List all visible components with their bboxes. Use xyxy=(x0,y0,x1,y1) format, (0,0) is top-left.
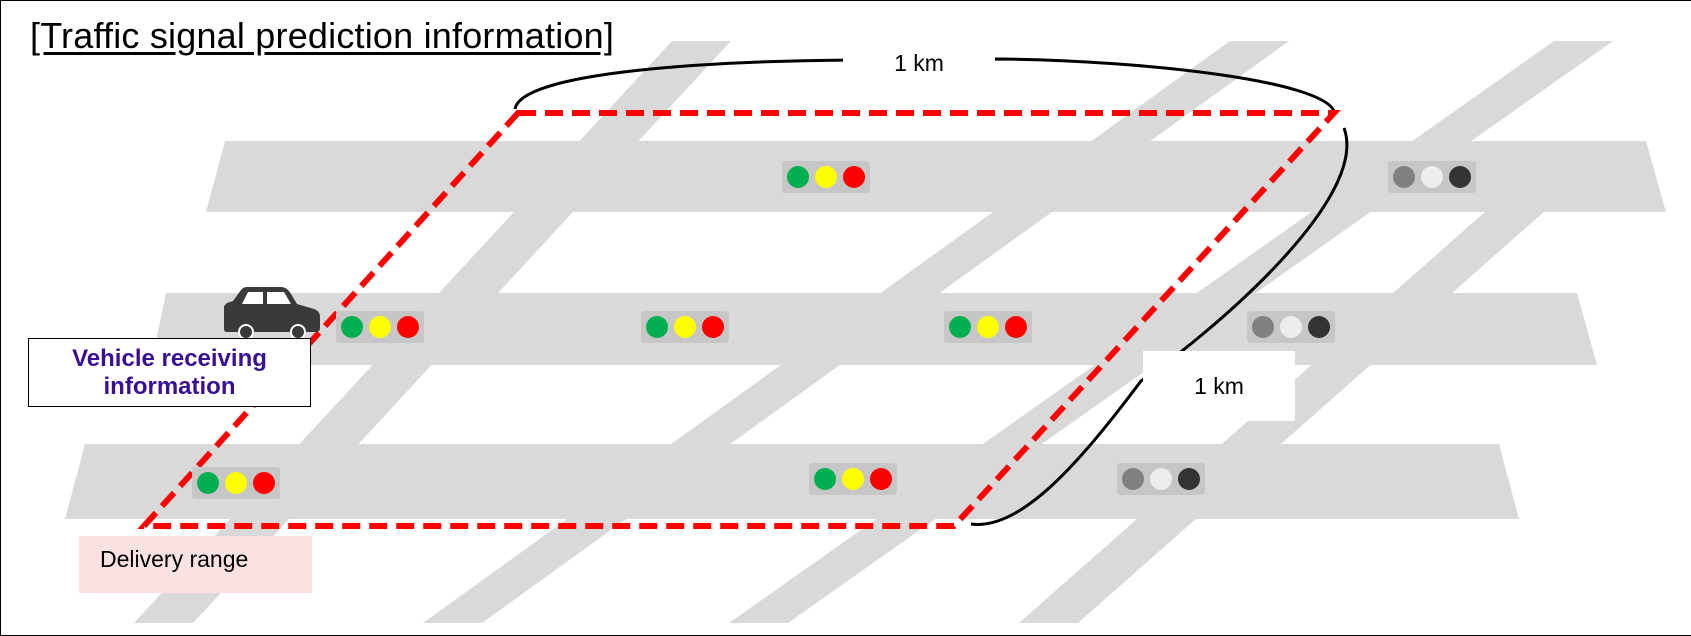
horizontal-road-3 xyxy=(65,444,1519,519)
traffic-light-icon xyxy=(192,467,280,499)
traffic-light-icon xyxy=(336,311,424,343)
vehicle-label-box: Vehicle receiving information xyxy=(28,338,311,407)
delivery-range-border xyxy=(137,110,1341,529)
traffic-light-icon xyxy=(944,311,1032,343)
horizontal-road-2 xyxy=(151,293,1597,365)
traffic-light-icon xyxy=(1388,161,1476,193)
traffic-light-icon xyxy=(782,161,870,193)
horizontal-road-1 xyxy=(206,141,1666,212)
horizontal-roads xyxy=(65,141,1666,519)
distance-label-top: 1 km xyxy=(843,43,995,83)
vehicle-label: Vehicle receiving information xyxy=(72,345,267,400)
traffic-light-icon xyxy=(641,311,729,343)
delivery-range-label: Delivery range xyxy=(79,536,312,593)
distance-label-right: 1 km xyxy=(1143,351,1295,421)
traffic-light-icon xyxy=(809,463,897,495)
traffic-light-icon xyxy=(1247,311,1335,343)
traffic-light-icon xyxy=(1117,463,1205,495)
traffic-lights xyxy=(192,161,1476,499)
diagram-title: [Traffic signal prediction information] xyxy=(30,15,615,56)
car-icon xyxy=(224,287,320,340)
